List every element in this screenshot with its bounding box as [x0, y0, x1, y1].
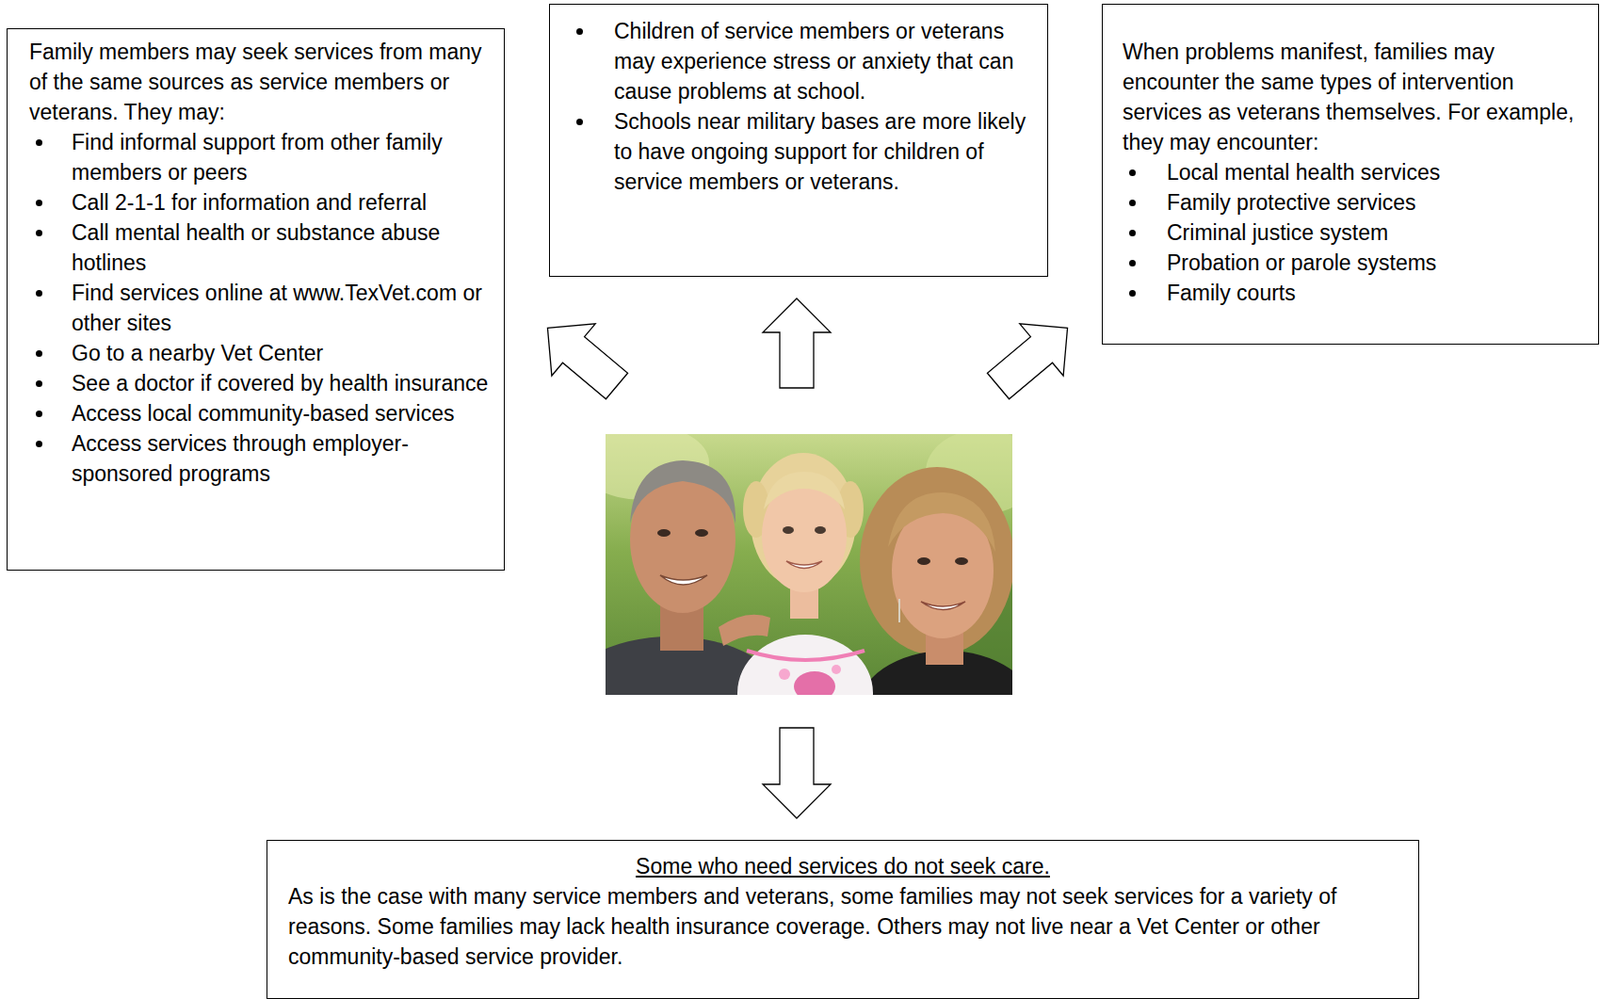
bullet-item: Access local community-based services — [71, 398, 493, 429]
bullet-item: Schools near military bases are more lik… — [614, 106, 1036, 197]
bullet-item: Probation or parole systems — [1166, 247, 1587, 278]
bullet-item: Call mental health or substance abuse ho… — [71, 217, 493, 278]
bullet-item: Family courts — [1166, 277, 1587, 308]
bullet-item: Call 2-1-1 for information and referral — [71, 187, 493, 218]
info-box: Some who need services do not seek care.… — [266, 840, 1420, 999]
bullet-item: Criminal justice system — [1166, 217, 1587, 248]
info-box: Children of service members or veterans … — [549, 3, 1049, 277]
family-photo — [605, 434, 1013, 695]
info-box: When problems manifest, families may enc… — [1101, 3, 1600, 345]
block-arrow — [976, 302, 1090, 413]
bullet-item: Family protective services — [1166, 187, 1587, 218]
bullet-item: Go to a nearby Vet Center — [71, 338, 493, 369]
bullet-item: Find informal support from other family … — [71, 127, 493, 188]
body-text: As is the case with many service members… — [288, 881, 1398, 972]
block-arrow — [762, 298, 831, 388]
heading-text: Some who need services do not seek care. — [288, 851, 1398, 882]
block-arrow — [525, 302, 639, 413]
bullet-item: See a doctor if covered by health insura… — [71, 368, 493, 399]
bullet-item: Find services online at www.TexVet.com o… — [71, 277, 493, 339]
bullet-item: Children of service members or veterans … — [614, 16, 1036, 107]
intro-text: Family members may seek services from ma… — [29, 36, 493, 128]
bullet-item: Local mental health services — [1166, 157, 1587, 188]
bullet-item: Access services through employer-sponsor… — [71, 428, 493, 489]
info-box: Family members may seek services from ma… — [6, 28, 505, 571]
block-arrow — [762, 727, 831, 819]
intro-text: When problems manifest, families may enc… — [1122, 36, 1587, 158]
